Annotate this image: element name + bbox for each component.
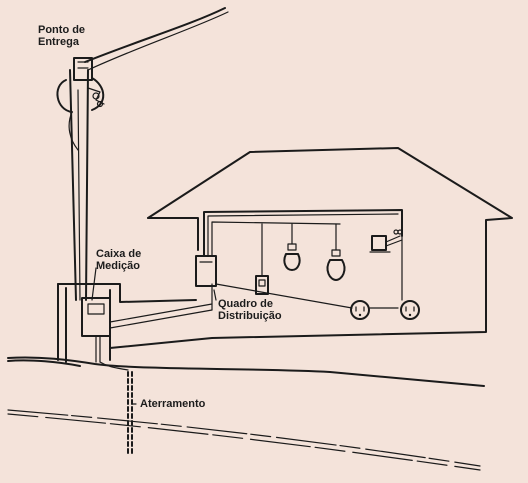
caixa-de-medicao-line1: Caixa de (96, 248, 142, 260)
quadro-de-distribuicao-label: Quadro de Distribuição (218, 298, 282, 322)
distribution-panel (195, 255, 217, 287)
light-switch (255, 275, 269, 295)
light-bulb-2 (326, 249, 346, 281)
meter-box (81, 297, 111, 363)
house-outline (109, 147, 513, 349)
utility-pole (56, 57, 105, 301)
ponto-de-entrega-line2: Entrega (38, 36, 79, 48)
grounding-rod (99, 361, 133, 455)
caixa-de-medicao-label: Caixa de Medição (96, 248, 141, 272)
caixa-de-medicao-line2: Medição (96, 260, 141, 272)
aterramento-label: Aterramento (140, 398, 205, 410)
conduit (109, 283, 213, 329)
wall-lamp (369, 229, 403, 253)
outlet-1 (350, 300, 370, 320)
label-leaders (91, 267, 217, 405)
ground (7, 356, 485, 471)
house-wiring (203, 209, 403, 309)
quadro-de-distribuicao-line1: Quadro de (218, 298, 274, 310)
meter-wall (57, 283, 197, 363)
ponto-de-entrega-line1: Ponto de (38, 24, 86, 36)
light-bulb-1 (283, 243, 301, 271)
ponto-de-entrega-label: Ponto de Entrega (38, 24, 85, 48)
quadro-de-distribuicao-line2: Distribuição (218, 310, 282, 322)
service-drop-cable (84, 7, 229, 71)
outlet-2 (400, 300, 420, 320)
aterramento-text: Aterramento (140, 398, 206, 410)
